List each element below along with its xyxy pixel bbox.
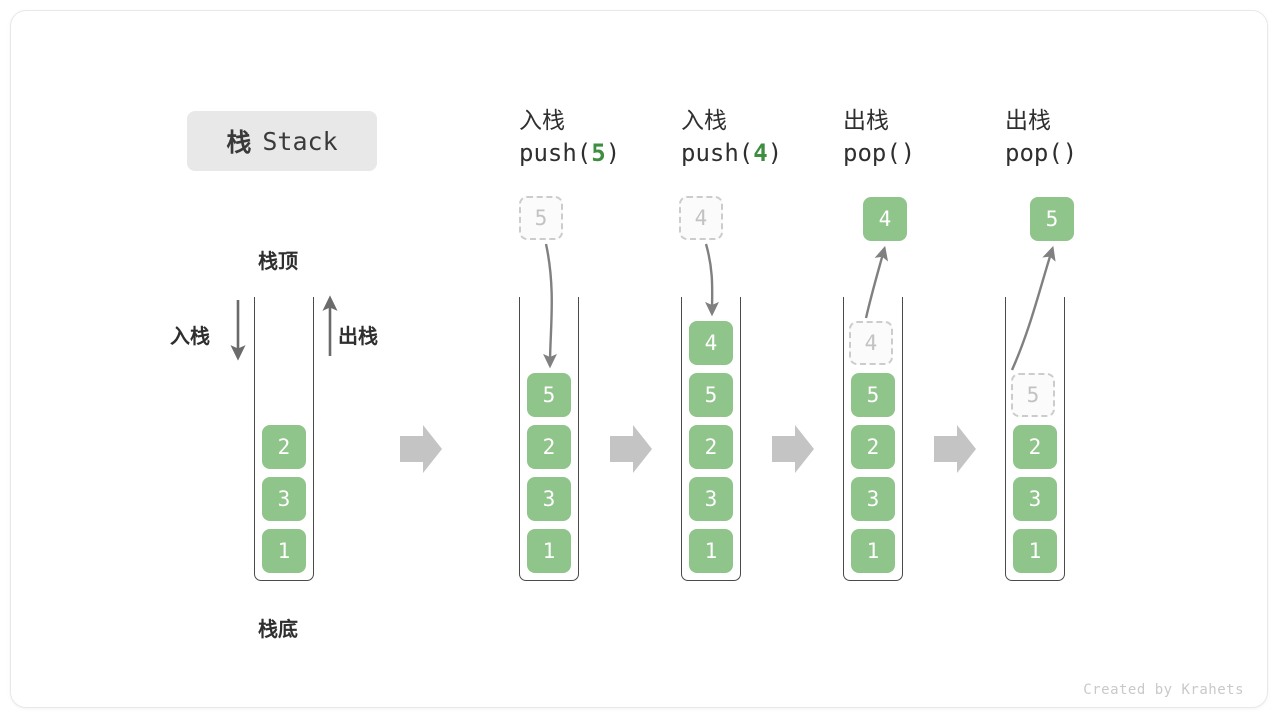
stack-cell: 5 [851, 373, 895, 417]
ghost-cell-outgoing: 4 [849, 321, 893, 365]
label-stack-top: 栈顶 [258, 251, 298, 273]
label-stack-bottom: 栈底 [258, 619, 298, 641]
stack-cell: 5 [527, 373, 571, 417]
stack-tube-push-4 [681, 297, 741, 581]
label-pop-side: 出栈 [338, 326, 378, 348]
operation-code-suffix: ) [767, 139, 783, 167]
title-badge: 栈 Stack [187, 111, 377, 171]
operation-code: pop() [843, 135, 1023, 171]
operation-code-prefix: push( [519, 139, 592, 167]
stack-cell: 3 [689, 477, 733, 521]
ghost-cell-incoming: 5 [519, 196, 563, 240]
operation-code: push(5) [519, 135, 699, 171]
ghost-cell-incoming: 4 [679, 196, 723, 240]
operation-code-prefix: pop( [1005, 139, 1063, 167]
column-header-pop-1: 出栈 pop() [843, 105, 1023, 171]
title-cn: 栈 [226, 129, 253, 157]
operation-code: pop() [1005, 135, 1185, 171]
stack-tube-push-5 [519, 297, 579, 581]
stack-cell: 2 [527, 425, 571, 469]
operation-label-cn: 出栈 [843, 107, 889, 133]
stack-tube-pop-1 [843, 297, 903, 581]
stack-cell: 4 [689, 321, 733, 365]
label-push-side: 入栈 [170, 326, 210, 348]
column-header-push-4: 入栈 push(4) [681, 105, 861, 171]
stack-cell: 5 [689, 373, 733, 417]
operation-code-suffix: ) [900, 139, 916, 167]
credit-text: Created by Krahets [1083, 682, 1244, 698]
stack-cell: 1 [262, 529, 306, 573]
popped-value-cell: 4 [863, 197, 907, 241]
column-header-pop-2: 出栈 pop() [1005, 105, 1185, 171]
stack-cell: 3 [527, 477, 571, 521]
stack-tube-pop-2 [1005, 297, 1065, 581]
stack-cell: 1 [1013, 529, 1057, 573]
stack-cell: 1 [689, 529, 733, 573]
stack-cell: 3 [262, 477, 306, 521]
operation-code-suffix: ) [1062, 139, 1078, 167]
stack-cell: 3 [851, 477, 895, 521]
ghost-cell-outgoing: 5 [1011, 373, 1055, 417]
operation-code-prefix: push( [681, 139, 754, 167]
popped-value-cell: 5 [1030, 197, 1074, 241]
operation-label-cn: 出栈 [1005, 107, 1051, 133]
operation-code: push(4) [681, 135, 861, 171]
operation-label-cn: 入栈 [519, 107, 565, 133]
operation-argument: 5 [591, 139, 606, 167]
stack-cell: 2 [689, 425, 733, 469]
stack-cell: 2 [262, 425, 306, 469]
stack-cell: 3 [1013, 477, 1057, 521]
stack-cell: 1 [851, 529, 895, 573]
title-en: Stack [262, 126, 338, 156]
stack-cell: 1 [527, 529, 571, 573]
stack-cell: 2 [1013, 425, 1057, 469]
operation-argument: 4 [753, 139, 768, 167]
operation-label-cn: 入栈 [681, 107, 727, 133]
operation-code-prefix: pop( [843, 139, 901, 167]
operation-code-suffix: ) [605, 139, 621, 167]
stack-cell: 2 [851, 425, 895, 469]
column-header-push-5: 入栈 push(5) [519, 105, 699, 171]
stack-tube-initial [254, 297, 314, 581]
